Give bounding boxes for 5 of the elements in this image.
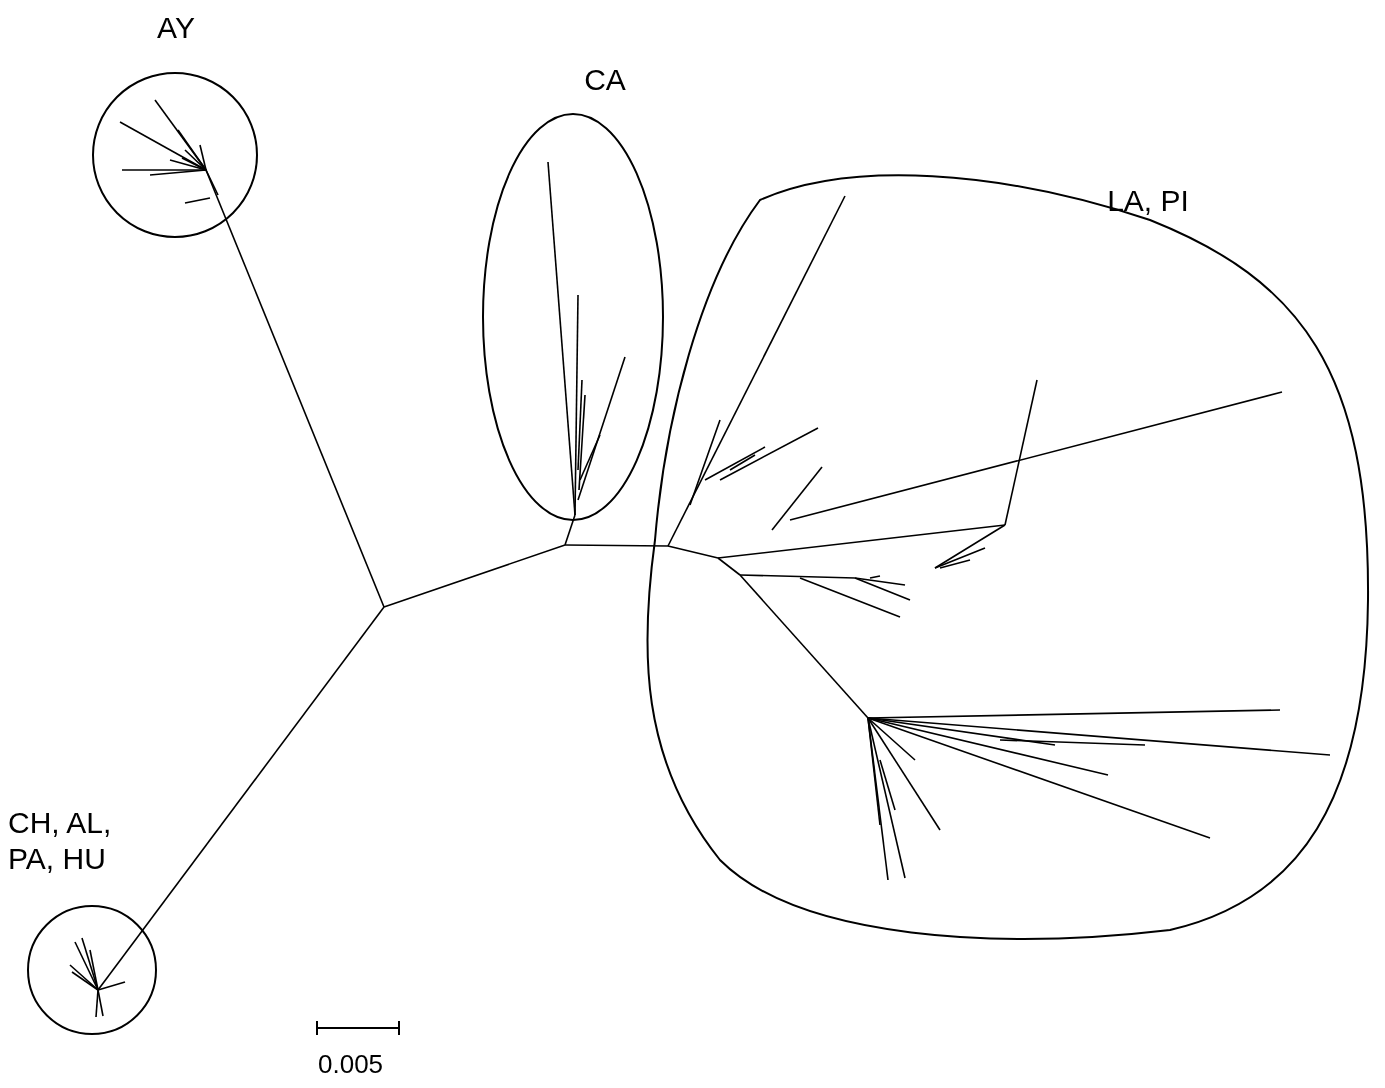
cluster-label: CA bbox=[583, 62, 627, 98]
cluster-label: LA, PI bbox=[1106, 183, 1190, 219]
cluster-label: CH, AL, PA, HU bbox=[8, 805, 113, 877]
scale-label: 0.005 bbox=[318, 1048, 384, 1081]
cluster-label: AY bbox=[156, 10, 196, 46]
